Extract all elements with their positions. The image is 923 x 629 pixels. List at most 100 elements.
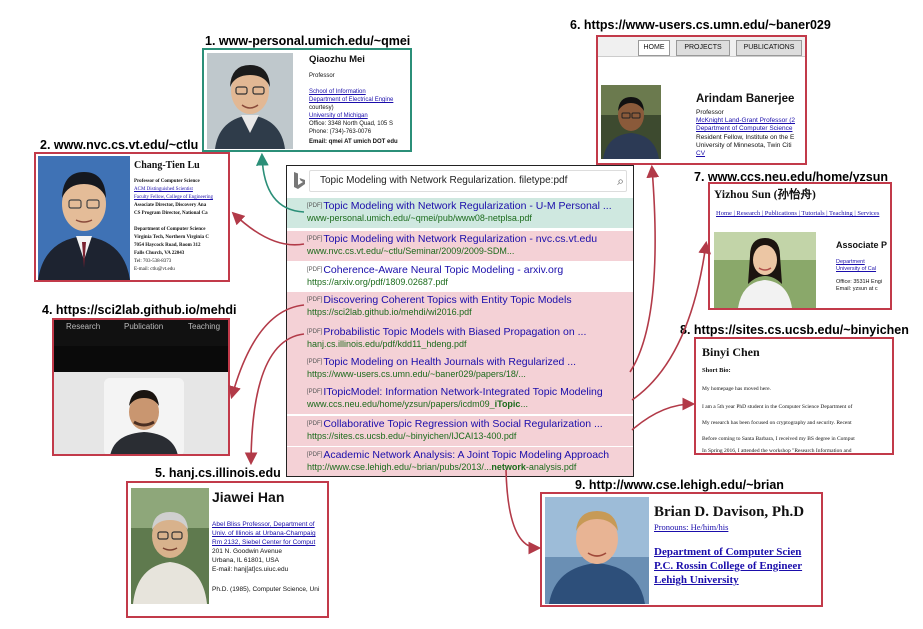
profile-title: Professor xyxy=(309,73,335,79)
caption-4: 4. https://sci2lab.github.io/mehdi xyxy=(42,303,237,317)
search-input[interactable]: Topic Modeling with Network Regularizati… xyxy=(309,170,627,192)
search-result[interactable]: [PDF]Coherence-Aware Neural Topic Modeli… xyxy=(287,262,633,292)
email-text: Email: qmei AT umich DOT edu xyxy=(309,139,398,145)
search-icon[interactable]: ⌕ xyxy=(617,174,624,188)
department-link[interactable]: Department of Computer Scien xyxy=(654,546,802,558)
homepage-card-brian[interactable]: Brian D. Davison, Ph.D Pronouns: He/him/… xyxy=(540,492,823,607)
short-bio-heading: Short Bio: xyxy=(702,367,731,374)
result-title: [PDF]Topic Modeling with Network Regular… xyxy=(307,233,633,245)
search-result[interactable]: [PDF]Discovering Coherent Topics with En… xyxy=(287,292,633,324)
caption-6: 6. https://www-users.cs.umn.edu/~baner02… xyxy=(570,18,831,32)
pdf-tag: [PDF] xyxy=(307,236,323,242)
affiliation-link-1[interactable]: School of Information xyxy=(309,89,366,95)
result-title-text[interactable]: Topic Modeling with Network Regularizati… xyxy=(323,200,612,212)
department-link[interactable]: Abel Bliss Professor, Department of xyxy=(212,521,315,528)
result-title: [PDF]Probabilistic Topic Models with Bia… xyxy=(307,326,633,338)
result-title: [PDF]Academic Network Analysis: A Joint … xyxy=(307,449,633,461)
portrait-photo xyxy=(207,53,293,149)
search-result[interactable]: [PDF]Academic Network Analysis: A Joint … xyxy=(287,447,633,476)
search-result[interactable]: [PDF]Topic Modeling on Health Journals w… xyxy=(287,354,633,384)
result-title-text[interactable]: Coherence-Aware Neural Topic Modeling - … xyxy=(323,264,564,276)
affiliation-link-2[interactable]: Department of Electrical Engine xyxy=(309,97,394,103)
portrait-photo xyxy=(104,378,184,454)
result-url: www.ccs.neu.edu/home/yzsun/papers/icdm09… xyxy=(307,399,633,409)
portrait-photo xyxy=(38,156,130,280)
result-title-text[interactable]: Probabilistic Topic Models with Biased P… xyxy=(323,326,587,338)
university-link[interactable]: Lehigh University xyxy=(654,574,739,586)
search-query-text: Topic Modeling with Network Regularizati… xyxy=(320,175,568,186)
search-result[interactable]: [PDF]Topic Modeling with Network Regular… xyxy=(287,231,633,261)
result-title-text[interactable]: Collaborative Topic Regression with Soci… xyxy=(323,418,603,430)
result-url: http://www.cse.lehigh.edu/~brian/pubs/20… xyxy=(307,462,633,472)
homepage-card-ctlu[interactable]: Chang-Tien Lu Professor of Computer Scie… xyxy=(34,152,230,282)
nav-teaching[interactable]: Teaching xyxy=(188,322,221,331)
search-result[interactable]: [PDF]Topic Modeling with Network Regular… xyxy=(287,198,633,228)
profile-name: Binyi Chen xyxy=(702,345,760,359)
result-title: [PDF]ITopicModel: Information Network-In… xyxy=(307,386,633,398)
top-nav[interactable]: Home | Research | Publications | Tutoria… xyxy=(716,210,880,217)
caption-8: 8. https://sites.cs.ucsb.edu/~binyichen xyxy=(680,323,909,337)
result-title: [PDF]Coherence-Aware Neural Topic Modeli… xyxy=(307,264,633,276)
profile-link[interactable]: ACM Distinguished Scientist xyxy=(134,187,193,192)
search-bar: Topic Modeling with Network Regularizati… xyxy=(287,166,633,196)
result-title-text[interactable]: Discovering Coherent Topics with Entity … xyxy=(323,294,572,306)
tab-projects[interactable]: PROJECTS xyxy=(676,40,730,56)
homepage-card-qmei[interactable]: Qiaozhu Mei Professor School of Informat… xyxy=(202,48,412,152)
result-title: [PDF]Collaborative Topic Regression with… xyxy=(307,418,633,430)
homepage-card-binyichen[interactable]: Binyi Chen Short Bio: My homepage has mo… xyxy=(694,337,894,455)
portrait-photo xyxy=(131,488,209,604)
caption-9: 9. http://www.cse.lehigh.edu/~brian xyxy=(575,478,784,492)
caption-7: 7. www.ccs.neu.edu/home/yzsun xyxy=(694,170,889,184)
url-part: ... xyxy=(520,399,528,409)
profile-line: Professor of Computer Science xyxy=(134,179,200,184)
pdf-tag: [PDF] xyxy=(307,203,323,209)
result-title-text[interactable]: Academic Network Analysis: A Joint Topic… xyxy=(323,449,610,461)
profile-name: Qiaozhu Mei xyxy=(309,54,365,65)
profile-link[interactable]: Faculty Fellow, College of Engineering xyxy=(134,195,213,200)
pdf-tag: [PDF] xyxy=(307,452,323,458)
nav-publication[interactable]: Publication xyxy=(124,322,164,331)
university-link[interactable]: University of Michigan xyxy=(309,113,368,119)
homepage-card-hanj[interactable]: Jiawei Han Abel Bliss Professor, Departm… xyxy=(126,481,329,618)
search-result[interactable]: [PDF]Probabilistic Topic Models with Bia… xyxy=(287,324,633,354)
profile-line: University of Minnesota, Twin Citi xyxy=(696,142,792,149)
result-title: [PDF]Discovering Coherent Topics with En… xyxy=(307,294,633,306)
homepage-card-yzsun[interactable]: Yizhou Sun (孙怡舟) Home | Research | Publi… xyxy=(708,182,892,310)
email-text: E-mail: hanj[at]cs.uiuc.edu xyxy=(212,566,289,573)
homepage-card-baner029[interactable]: HOME PROJECTS PUBLICATIONS Arindam Baner… xyxy=(596,35,807,165)
affiliation-text: courtesy) xyxy=(309,105,334,111)
cv-link[interactable]: CV xyxy=(696,150,706,157)
office-link[interactable]: Rm 2132, Siebel Center for Comput xyxy=(212,539,316,546)
homepage-card-mehdi[interactable]: Research Publication Teaching xyxy=(52,318,230,456)
office-text: Office: 3531H Engi xyxy=(836,279,883,285)
arrow-to-binyichen xyxy=(631,397,696,431)
profile-link[interactable]: McKnight Land-Grant Professor (2 xyxy=(696,117,795,124)
tab-home[interactable]: HOME xyxy=(638,40,670,56)
url-part: http://www.cse.lehigh.edu/~brian/pubs/20… xyxy=(307,462,492,472)
position-heading: Associate P xyxy=(836,240,888,250)
search-result[interactable]: [PDF]Collaborative Topic Regression with… xyxy=(287,416,633,446)
university-link[interactable]: Univ. of Illinois at Urbana-Champaig xyxy=(212,530,316,537)
pdf-tag: [PDF] xyxy=(307,421,323,427)
bio-line-1: My homepage has moved here. xyxy=(702,386,771,392)
profile-name: Yizhou Sun (孙怡舟) xyxy=(714,189,816,201)
department-link[interactable]: Department of Computer Science xyxy=(696,125,793,132)
phone-text: Tel: 703-538-8373 xyxy=(134,259,172,264)
arrow-to-brian xyxy=(505,469,542,555)
tab-publications[interactable]: PUBLICATIONS xyxy=(736,40,802,56)
portrait-photo xyxy=(601,85,661,159)
result-title-text[interactable]: ITopicModel: Information Network-Integra… xyxy=(323,386,603,398)
result-title-text[interactable]: Topic Modeling with Network Regularizati… xyxy=(323,233,598,245)
portrait-photo xyxy=(714,232,816,308)
university-link[interactable]: University of Cal xyxy=(836,266,877,272)
search-result[interactable]: [PDF]ITopicModel: Information Network-In… xyxy=(287,384,633,414)
header-band xyxy=(54,346,228,372)
department-link[interactable]: Department xyxy=(836,259,865,265)
college-link[interactable]: P.C. Rossin College of Engineer xyxy=(654,560,803,572)
result-title-text[interactable]: Topic Modeling on Health Journals with R… xyxy=(323,356,577,368)
result-url: https://www-users.cs.umn.edu/~baner029/p… xyxy=(307,369,526,379)
email-text: E-mail: ctlu@vt.edu xyxy=(134,267,175,272)
pronouns-link[interactable]: Pronouns: He/him/his xyxy=(654,522,729,532)
caption-5: 5. hanj.cs.illinois.edu xyxy=(155,466,281,480)
nav-research[interactable]: Research xyxy=(66,322,101,331)
